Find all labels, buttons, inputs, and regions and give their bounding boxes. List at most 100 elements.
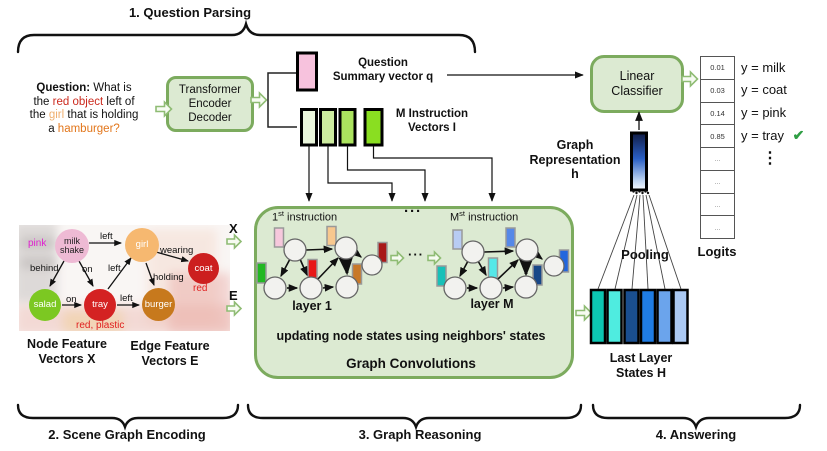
instruction-bar-3 — [338, 108, 357, 147]
instM-word: instruction — [465, 211, 519, 224]
logit-cell: 0.85 — [701, 125, 734, 148]
graph-representation-l2: Representation — [529, 152, 621, 167]
brace-graph-reasoning — [246, 403, 583, 431]
logit-cell: 0.01 — [701, 57, 734, 80]
section-title-scene-graph-encoding: 2. Scene Graph Encoding — [48, 427, 206, 442]
last-layer-bar-4 — [639, 288, 657, 345]
answer-coat: y = coat — [741, 82, 787, 97]
instruction-bar-2 — [319, 108, 337, 147]
logits-label: Logits — [697, 244, 737, 259]
scene-node-burger-label: burger — [144, 298, 173, 310]
linear-classifier-label: Linear Classifier — [611, 69, 662, 99]
brace-answering — [591, 403, 802, 431]
question-l2c: left of — [106, 95, 135, 108]
logit-cell: 0.03 — [701, 80, 734, 103]
conv-caption: updating node states using neighbors' st… — [276, 329, 546, 343]
question-l4a: a — [48, 122, 55, 135]
scene-node-milkshake-label: milk shake — [59, 235, 85, 255]
instruction-routing-arrows — [305, 146, 496, 202]
arrow-conv-out-icon — [575, 304, 593, 322]
transformer-encoder-decoder-label: Transformer Encoder Decoder — [179, 83, 241, 125]
x-input-label: X — [229, 221, 238, 236]
last-layer-bar-1 — [589, 288, 607, 345]
answer-tray-text: y = tray — [741, 128, 784, 143]
edge-feature-caption: Edge Feature Vectors E — [120, 339, 220, 369]
transformer-encoder-decoder-box: Transformer Encoder Decoder — [166, 76, 254, 132]
last-layer-l1: Last Layer — [609, 351, 673, 365]
brace-question-parsing — [16, 19, 477, 54]
classifier-line1: Linear — [619, 69, 655, 83]
encoder-line2: Encoder — [188, 98, 232, 110]
answers-vdots: ⋮ — [762, 150, 778, 167]
graph-representation-l1: Graph — [556, 138, 594, 152]
arrow-classifier-out-icon — [681, 70, 699, 88]
pooling-label: Pooling — [621, 247, 669, 262]
answer-tray: y = tray ✔ — [741, 127, 804, 144]
graph-convolutions-box — [254, 206, 574, 379]
last-layer-l2: States H — [615, 366, 667, 380]
last-layer-bar-5 — [656, 288, 673, 345]
section-title-graph-reasoning: 3. Graph Reasoning — [358, 427, 482, 442]
scene-attr-red: red — [193, 283, 208, 294]
classifier-line2: Classifier — [611, 84, 663, 98]
edge-feature-l2: Vectors E — [141, 354, 199, 368]
scene-edge-left3: left — [120, 293, 133, 304]
scene-edge-left1: left — [100, 231, 113, 242]
question-red-object: red object — [52, 95, 104, 108]
conv-title: Graph Convolutions — [346, 356, 476, 371]
question-prefix: Question: — [36, 82, 91, 94]
logit-cell: ... — [701, 194, 734, 217]
scene-attr-red-plastic: red, plastic — [76, 320, 125, 331]
inst1-word: instruction — [283, 211, 338, 224]
scene-edge-behind: behind — [30, 263, 59, 274]
scene-edge-wearing: wearing — [160, 245, 194, 256]
scene-node-coat: coat — [188, 253, 219, 284]
scene-attr-pink: pink — [28, 238, 47, 249]
question-l2a: the — [33, 95, 50, 108]
instruction-dots: ··· — [404, 203, 422, 220]
scene-node-tray: tray — [84, 289, 116, 321]
mid-dots: ··· — [408, 247, 424, 262]
layer1-label: layer 1 — [292, 299, 332, 313]
brace-scene-graph-encoding — [16, 403, 240, 431]
instruction-vector-bars — [300, 108, 384, 147]
instruction-vectors-l2: Vectors I — [408, 122, 456, 134]
scene-node-milkshake: milk shake — [55, 229, 89, 263]
node-feature-l1: Node Feature — [27, 337, 107, 351]
logit-cell: ... — [714, 222, 721, 232]
question-l3a: the — [29, 109, 46, 121]
linear-classifier-box: Linear Classifier — [590, 55, 684, 113]
scene-node-coat-label: coat — [194, 262, 213, 274]
inst1-label: 1st instruction — [272, 209, 337, 224]
encoder-line1: Transformer — [178, 84, 242, 96]
graph-representation-label: Graph Representation h — [520, 138, 630, 182]
pooling-fan-lines — [597, 194, 682, 290]
answer-pink: y = pink — [741, 105, 787, 120]
question-summary-vector-bar — [296, 51, 318, 92]
scene-node-girl-label: girl — [135, 239, 149, 251]
scene-edge-holding: holding — [153, 272, 184, 283]
instruction-bar-4 — [363, 108, 384, 147]
scene-edge-on1: on — [82, 264, 93, 275]
node-feature-l2: Vectors X — [38, 352, 96, 366]
instM-label: Mst instruction — [450, 209, 518, 224]
scene-edge-on2: on — [66, 294, 77, 305]
logits-column: 0.01 0.03 0.14 0.85 ... ... ... ... — [700, 56, 735, 239]
question-girl: girl — [48, 109, 65, 121]
summary-vector-l2: Summary vector q — [332, 71, 434, 83]
last-layer-bar-3 — [623, 288, 640, 345]
summary-vector-l1: Question — [358, 57, 408, 69]
scene-node-tray-label: tray — [92, 299, 108, 311]
logit-cell: ... — [701, 148, 734, 171]
instM-num: M — [450, 211, 460, 224]
summary-vector-label: Question Summary vector q — [318, 56, 448, 84]
instruction-vectors-l1: M Instruction — [395, 108, 469, 120]
question-l3c: that is holding — [67, 109, 139, 121]
encoder-output-bracket — [267, 72, 297, 128]
scene-node-burger: burger — [142, 288, 175, 321]
e-input-label: E — [229, 288, 238, 303]
logit-cell: ... — [701, 171, 734, 194]
instruction-vectors-label: M Instruction Vectors I — [386, 107, 478, 135]
inst1-num: 1 — [272, 211, 279, 224]
last-layer-bars — [589, 288, 689, 345]
